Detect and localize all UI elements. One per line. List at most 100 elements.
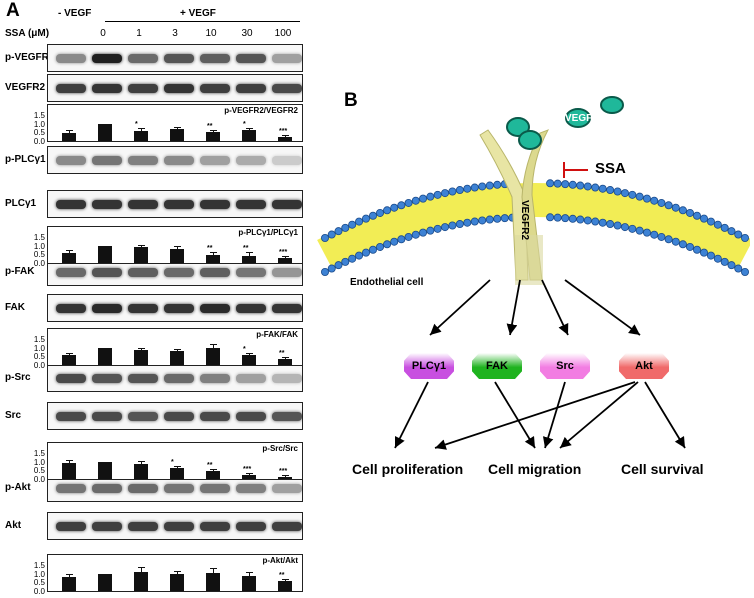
blot-strip [47, 294, 303, 322]
y-tick-label: 0.0 [33, 587, 45, 596]
error-bar [69, 460, 70, 464]
lipid-head [390, 237, 399, 246]
lipid-head [740, 267, 749, 276]
lipid-head [404, 198, 413, 207]
ratio-bar [206, 572, 220, 591]
lipid-head [546, 179, 555, 188]
blot-strip [47, 512, 303, 540]
blot-band [56, 484, 86, 493]
lipid-head [561, 180, 570, 189]
error-bar [141, 568, 142, 572]
y-tick-label: 0.5 [33, 466, 45, 476]
blot-band [128, 374, 158, 383]
cell-membrane [317, 179, 750, 276]
blot-band [200, 522, 230, 531]
lipid-head [678, 206, 687, 215]
ratio-bar [98, 573, 112, 591]
blot-band [200, 200, 230, 209]
panel-a-label: A [6, 0, 20, 21]
error-bar-cap [138, 128, 145, 130]
vegf-bracket-line [105, 21, 300, 22]
dose-label: 10 [205, 28, 217, 39]
y-tick-label: 1.5 [33, 111, 45, 120]
blot-row-label: VEGFR2 [5, 82, 46, 93]
error-bar-cap [66, 250, 73, 252]
ratio-bar [62, 354, 76, 365]
blot-band [200, 54, 230, 63]
significance-marker: ** [207, 244, 213, 252]
blot-band [164, 522, 194, 531]
lipid-head [642, 228, 651, 237]
lipid-head [355, 251, 364, 260]
ssa-inhibitor-label: SSA [595, 160, 626, 177]
lipid-head [448, 187, 457, 196]
error-bar [285, 580, 286, 582]
lipid-head [361, 248, 370, 257]
blot-band [236, 54, 266, 63]
error-bar [285, 256, 286, 258]
ratio-bar [134, 130, 148, 141]
lipid-head [553, 213, 562, 222]
fak-node-label: FAK [486, 360, 508, 372]
lipid-head [664, 201, 673, 210]
src-node: Src [540, 353, 590, 379]
lipid-head [341, 257, 350, 266]
lipid-head [635, 226, 644, 235]
error-bar [249, 128, 250, 131]
blot-band [164, 156, 194, 165]
blot-row-label: Src [5, 410, 22, 421]
lipid-head [727, 261, 736, 270]
significance-marker: ** [207, 462, 213, 470]
lipid-head [576, 181, 585, 190]
lipid-head [376, 242, 385, 251]
error-bar-cap [282, 356, 289, 358]
lipid-head [470, 217, 479, 226]
error-bar [69, 131, 70, 134]
blot-band [164, 84, 194, 93]
lipid-head [334, 227, 343, 236]
blot-band [56, 54, 86, 63]
blot-band [92, 54, 122, 63]
blot-band [200, 84, 230, 93]
significance-marker: * [171, 459, 174, 467]
ratio-bar [62, 577, 76, 591]
lipid-head [613, 221, 622, 230]
blot-band [92, 200, 122, 209]
blot-band [272, 54, 302, 63]
blot-band [92, 84, 122, 93]
lipid-head [376, 208, 385, 217]
lipid-head [734, 230, 743, 239]
blot-band [92, 156, 122, 165]
y-tick-label: 0.5 [33, 128, 45, 138]
ratio-title: p-PLCγ1/PLCγ1 [238, 228, 298, 237]
error-bar-cap [210, 344, 217, 346]
blot-row-label: p-Akt [5, 482, 31, 493]
error-bar-cap [246, 252, 253, 254]
ssa-dose-label: SSA (μM) [5, 28, 50, 39]
error-bar-cap [210, 251, 217, 253]
lipid-head [685, 242, 694, 251]
lipid-head [383, 240, 392, 249]
lipid-head [448, 221, 457, 230]
error-bar-cap [210, 129, 217, 131]
blot-band [200, 484, 230, 493]
blot-row-label: Akt [5, 520, 22, 531]
lipid-head [650, 196, 659, 205]
y-tick-label: 0.5 [33, 578, 45, 588]
lipid-head [348, 254, 357, 263]
blot-band [56, 374, 86, 383]
lipid-head [657, 198, 666, 207]
lipid-head [713, 220, 722, 229]
lipid-head [650, 230, 659, 239]
lipid-head [419, 194, 428, 203]
lipid-head [463, 218, 472, 227]
error-bar [141, 129, 142, 131]
lipid-head [583, 182, 592, 191]
lipid-head [426, 192, 435, 201]
error-bar-cap [282, 135, 289, 137]
dose-label: 100 [274, 28, 292, 39]
blot-band [92, 522, 122, 531]
